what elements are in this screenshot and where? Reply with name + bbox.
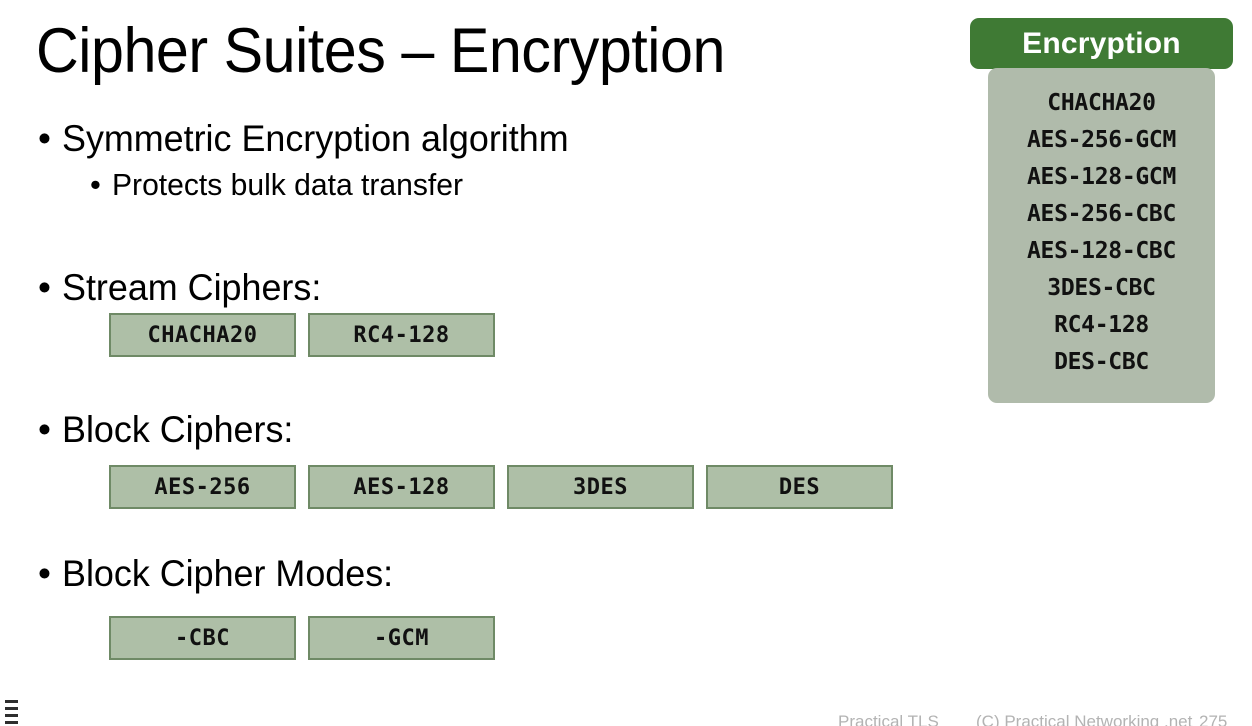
bullet-marker-icon: • — [38, 267, 51, 308]
sidebar-header-title: Encryption — [970, 18, 1233, 69]
bullet-marker-icon: • — [38, 118, 51, 159]
stacked-bars-icon-line — [5, 707, 18, 710]
page-title: Cipher Suites – Encryption — [36, 16, 725, 86]
bullet-text: Stream Ciphers: — [62, 267, 322, 308]
footer-copyright: (C) Practical Networking .net — [976, 712, 1193, 726]
bullet-block-cipher-modes: • Block Cipher Modes: — [38, 552, 403, 596]
stacked-bars-icon — [5, 700, 18, 724]
bullet-stream-ciphers: • Stream Ciphers: — [38, 266, 329, 310]
list-item: DES-CBC — [1054, 349, 1149, 375]
list-item: CHACHA20 — [1047, 90, 1156, 116]
footer-page-number: 275 — [1199, 712, 1228, 726]
list-item: AES-128-GCM — [1026, 164, 1177, 190]
bullet-symmetric-encryption: • Symmetric Encryption algorithm — [38, 117, 584, 161]
block-cipher-modes-row: -CBC -GCM — [109, 616, 495, 660]
bullet-text: Symmetric Encryption algorithm — [62, 118, 569, 159]
chip-block-cipher: 3DES — [507, 465, 694, 509]
list-item: 3DES-CBC — [1047, 275, 1156, 301]
stacked-bars-icon-line — [5, 714, 18, 717]
bullet-text: Protects bulk data transfer — [112, 167, 463, 202]
chip-block-cipher: AES-256 — [109, 465, 296, 509]
list-item: AES-256-CBC — [1026, 201, 1177, 227]
chip-stream-cipher: CHACHA20 — [109, 313, 296, 357]
chip-cipher-mode: -CBC — [109, 616, 296, 660]
bullet-marker-icon: • — [90, 167, 101, 202]
chip-cipher-mode: -GCM — [308, 616, 495, 660]
bullet-text: Block Cipher Modes: — [62, 553, 394, 594]
bullet-marker-icon: • — [38, 409, 51, 450]
block-ciphers-row: AES-256 AES-128 3DES DES — [109, 465, 893, 509]
list-item: AES-128-CBC — [1026, 238, 1177, 264]
stacked-bars-icon-line — [5, 721, 18, 724]
bullet-marker-icon: • — [38, 553, 51, 594]
encryption-sidebar-panel: Encryption CHACHA20 AES-256-GCM AES-128-… — [970, 18, 1233, 403]
list-item: RC4-128 — [1054, 312, 1149, 338]
chip-stream-cipher: RC4-128 — [308, 313, 495, 357]
footer-course-name: Practical TLS — [838, 712, 939, 726]
chip-block-cipher: DES — [706, 465, 893, 509]
sidebar-algorithm-list: CHACHA20 AES-256-GCM AES-128-GCM AES-256… — [988, 68, 1215, 403]
stacked-bars-icon-line — [5, 700, 18, 703]
slide-footer: Practical TLS (C) Practical Networking .… — [0, 712, 1252, 726]
stream-ciphers-row: CHACHA20 RC4-128 — [109, 313, 495, 357]
bullet-protects-bulk-data: • Protects bulk data transfer — [90, 166, 474, 204]
chip-block-cipher: AES-128 — [308, 465, 495, 509]
bullet-block-ciphers: • Block Ciphers: — [38, 408, 301, 452]
bullet-text: Block Ciphers: — [62, 409, 294, 450]
list-item: AES-256-GCM — [1026, 127, 1177, 153]
